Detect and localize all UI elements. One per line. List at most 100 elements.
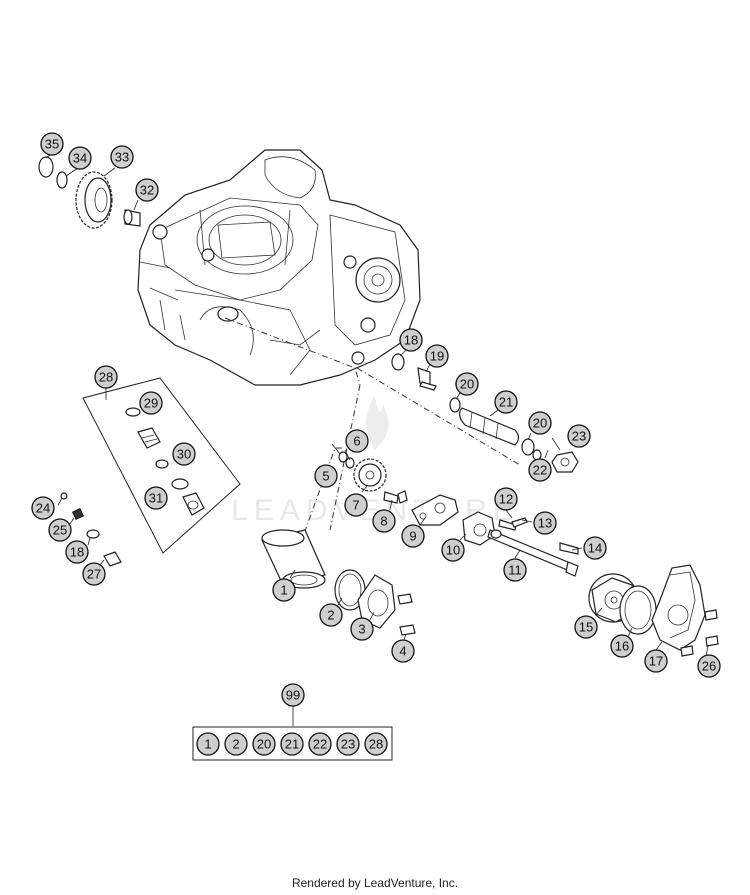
callout-4[interactable]: 4 (391, 639, 415, 663)
footer-credit: Rendered by LeadVenture, Inc. (291, 876, 459, 890)
svg-text:10: 10 (446, 543, 460, 558)
svg-text:23: 23 (341, 737, 355, 752)
kit-item-1[interactable]: 1 (196, 732, 220, 756)
svg-text:27: 27 (87, 567, 101, 582)
svg-text:5: 5 (322, 469, 329, 484)
callout-3[interactable]: 3 (350, 617, 374, 641)
oil-pump-group (338, 451, 579, 577)
callout-6[interactable]: 6 (345, 429, 369, 453)
callout-24[interactable]: 24 (31, 496, 55, 520)
svg-text:2: 2 (232, 737, 239, 752)
svg-text:16: 16 (615, 639, 629, 654)
svg-text:9: 9 (409, 529, 416, 544)
callout-34[interactable]: 34 (68, 146, 92, 170)
callout-99[interactable]: 99 (281, 683, 305, 707)
callout-20-left[interactable]: 20 (455, 372, 479, 396)
svg-text:21: 21 (499, 395, 513, 410)
callout-25[interactable]: 25 (48, 518, 72, 542)
svg-text:32: 32 (140, 183, 154, 198)
callout-2[interactable]: 2 (319, 603, 343, 627)
svg-text:14: 14 (588, 541, 602, 556)
svg-text:1: 1 (280, 583, 287, 598)
svg-text:6: 6 (353, 434, 360, 449)
callout-14[interactable]: 14 (583, 536, 607, 560)
kit-item-23[interactable]: 23 (336, 732, 360, 756)
svg-text:22: 22 (313, 737, 327, 752)
svg-text:29: 29 (144, 396, 158, 411)
callout-30[interactable]: 30 (172, 442, 196, 466)
svg-text:1: 1 (204, 737, 211, 752)
callout-35[interactable]: 35 (40, 132, 64, 156)
callout-21[interactable]: 21 (494, 390, 518, 414)
svg-text:13: 13 (538, 516, 552, 531)
callout-11[interactable]: 11 (503, 558, 527, 582)
svg-text:17: 17 (649, 654, 663, 669)
pump-cover-group (588, 564, 719, 657)
kit-item-21[interactable]: 21 (280, 732, 304, 756)
callout-8[interactable]: 8 (372, 509, 396, 533)
callout-7[interactable]: 7 (344, 493, 368, 517)
callout-27[interactable]: 27 (82, 562, 106, 586)
callout-9[interactable]: 9 (401, 524, 425, 548)
engine-case (137, 149, 421, 386)
callout-33[interactable]: 33 (110, 145, 134, 169)
callout-12[interactable]: 12 (494, 487, 518, 511)
svg-text:20: 20 (533, 416, 547, 431)
callout-13[interactable]: 13 (533, 511, 557, 535)
leader-lines (45, 154, 709, 726)
kit-item-28[interactable]: 28 (364, 732, 388, 756)
sprocket-gear (75, 171, 113, 229)
kit-item-22[interactable]: 22 (308, 732, 332, 756)
svg-text:31: 31 (149, 491, 163, 506)
callout-16[interactable]: 16 (610, 634, 634, 658)
svg-text:23: 23 (572, 429, 586, 444)
callout-18-left[interactable]: 18 (65, 540, 89, 564)
callout-20-right[interactable]: 20 (528, 411, 552, 435)
kit-99-box: 1 2 20 21 22 23 28 (192, 726, 393, 761)
callout-18-shaft[interactable]: 18 (399, 328, 423, 352)
kit-item-2[interactable]: 2 (224, 732, 248, 756)
pump-gear (353, 458, 387, 492)
filter-group (261, 529, 416, 636)
callout-29[interactable]: 29 (139, 391, 163, 415)
callout-31[interactable]: 31 (144, 486, 168, 510)
callout-23[interactable]: 23 (567, 424, 591, 448)
callout-5[interactable]: 5 (314, 464, 338, 488)
svg-text:99: 99 (286, 688, 300, 703)
svg-text:2: 2 (327, 608, 334, 623)
svg-text:25: 25 (53, 523, 67, 538)
svg-text:30: 30 (177, 447, 191, 462)
svg-text:28: 28 (99, 370, 113, 385)
svg-text:12: 12 (499, 492, 513, 507)
callout-19[interactable]: 19 (425, 344, 449, 368)
svg-text:35: 35 (45, 137, 59, 152)
callout-17[interactable]: 17 (644, 649, 668, 673)
svg-text:20: 20 (257, 737, 271, 752)
svg-text:28: 28 (369, 737, 383, 752)
callout-1[interactable]: 1 (272, 578, 296, 602)
kit-box-28 (82, 377, 241, 554)
svg-text:19: 19 (430, 349, 444, 364)
gear-group (38, 156, 141, 229)
svg-text:33: 33 (115, 150, 129, 165)
kit-item-20[interactable]: 20 (252, 732, 276, 756)
svg-text:15: 15 (579, 620, 593, 635)
svg-text:4: 4 (399, 644, 406, 659)
svg-text:22: 22 (533, 463, 547, 478)
callout-15[interactable]: 15 (574, 615, 598, 639)
callouts: 35 34 33 32 18 19 20 21 20 23 22 6 5 7 8… (31, 132, 721, 707)
callout-22[interactable]: 22 (528, 458, 552, 482)
svg-text:24: 24 (36, 501, 50, 516)
callout-10[interactable]: 10 (441, 538, 465, 562)
svg-text:21: 21 (285, 737, 299, 752)
svg-text:18: 18 (70, 545, 84, 560)
callout-26[interactable]: 26 (697, 654, 721, 678)
svg-text:18: 18 (404, 333, 418, 348)
svg-text:26: 26 (702, 659, 716, 674)
svg-text:20: 20 (460, 377, 474, 392)
callout-28[interactable]: 28 (94, 365, 118, 389)
loose-parts (60, 492, 122, 567)
svg-text:8: 8 (380, 514, 387, 529)
callout-32[interactable]: 32 (135, 178, 159, 202)
